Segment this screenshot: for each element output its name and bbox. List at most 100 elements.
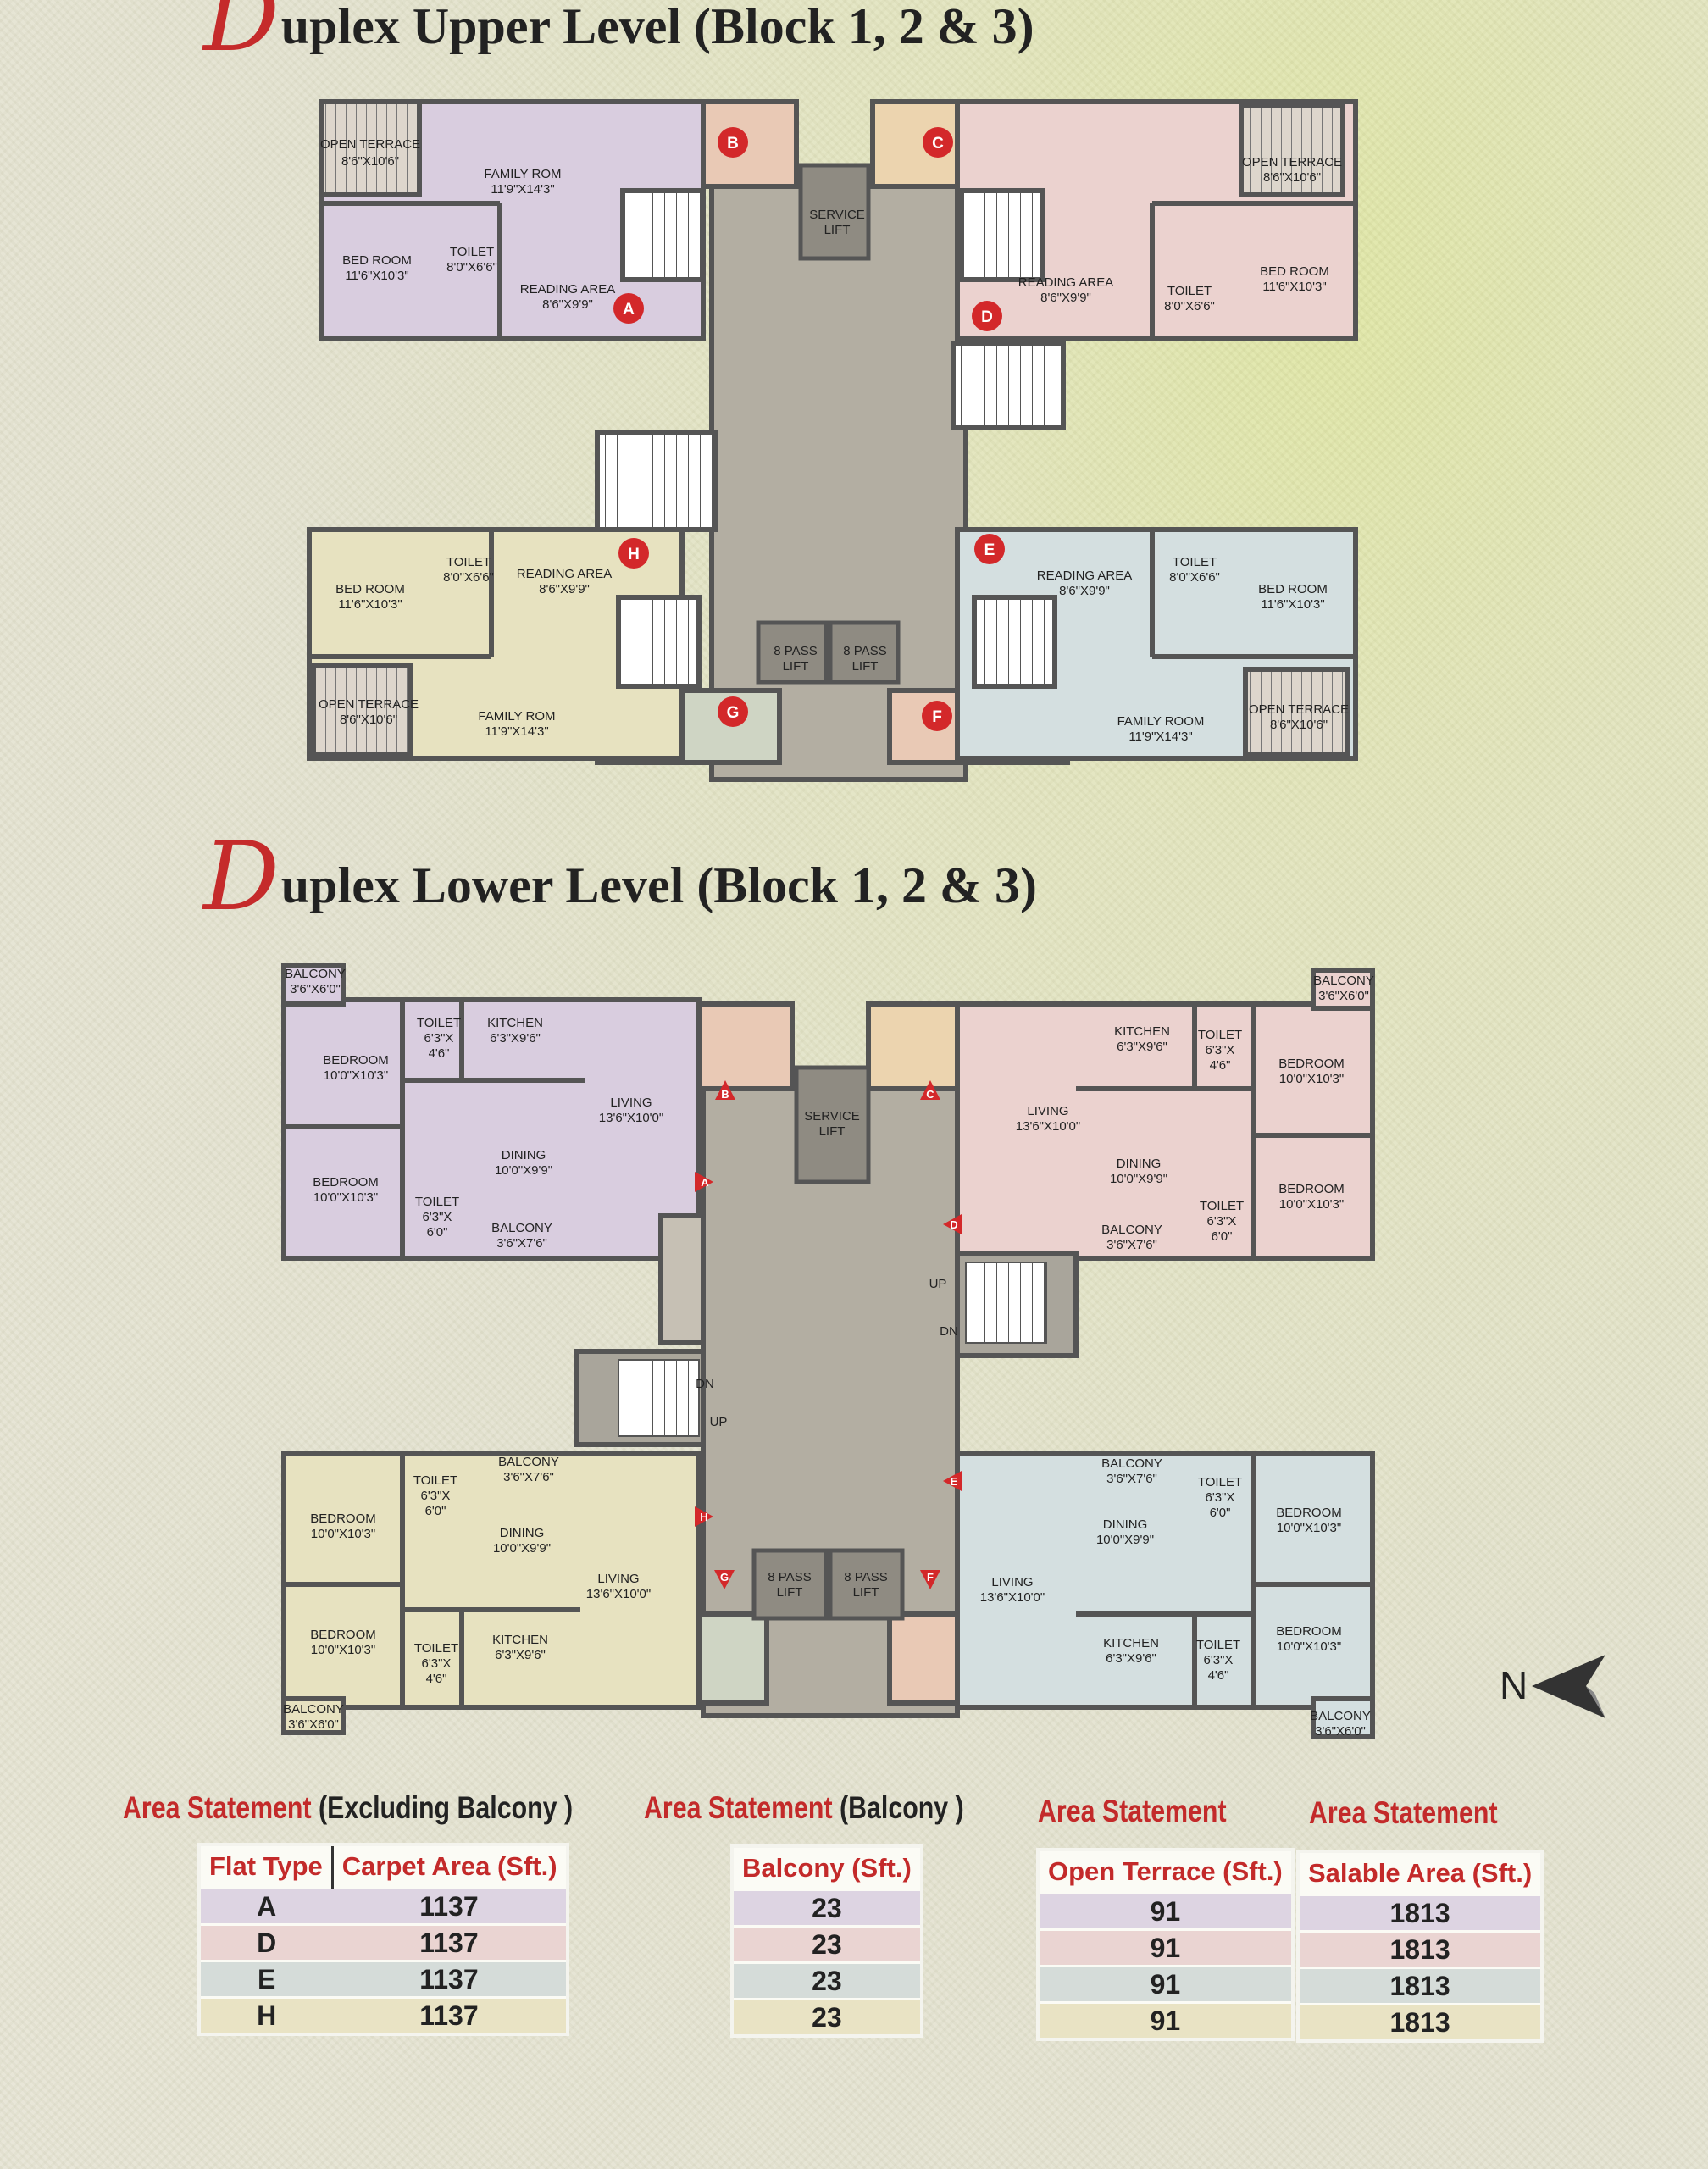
svg-text:TOILET: TOILET [415, 1195, 459, 1209]
svg-text:6'3"X9'6": 6'3"X9'6" [495, 1648, 546, 1662]
svg-text:6'3"X: 6'3"X [1207, 1214, 1237, 1229]
svg-text:8'6"X9'9": 8'6"X9'9" [1059, 584, 1110, 598]
svg-text:TOILET: TOILET [414, 1641, 458, 1656]
lower-h-balcony [281, 1696, 346, 1735]
svg-text:BALCONY: BALCONY [283, 1702, 344, 1717]
table-row: 91 [1038, 1928, 1293, 1967]
upper-marker-h[interactable] [618, 538, 649, 569]
svg-text:6'3"X9'6": 6'3"X9'6" [1106, 1651, 1156, 1666]
svg-text:READING AREA: READING AREA [517, 567, 613, 581]
upper-level-title: Duplex Upper Level (Block 1, 2 & 3) [203, 0, 1034, 73]
svg-text:BEDROOM: BEDROOM [310, 1628, 376, 1642]
upper-marker-g[interactable] [718, 696, 748, 727]
svg-text:FAMILY ROM: FAMILY ROM [478, 709, 555, 724]
svg-text:8 PASS: 8 PASS [774, 644, 817, 658]
svg-text:N: N [1500, 1663, 1528, 1707]
svg-text:3'6"X7'6": 3'6"X7'6" [1106, 1472, 1157, 1486]
lower-marker-c[interactable] [920, 1080, 940, 1100]
lower-flat-e [955, 1451, 1375, 1710]
lower-marker-a[interactable] [695, 1172, 713, 1192]
table-row: 91 [1038, 2001, 1293, 2039]
svg-text:KITCHEN: KITCHEN [487, 1016, 543, 1030]
svg-text:8 PASS: 8 PASS [844, 1570, 887, 1584]
svg-text:4'6": 4'6" [429, 1046, 450, 1061]
upper-marker-e[interactable] [974, 534, 1005, 564]
svg-text:6'0": 6'0" [425, 1504, 446, 1518]
lower-a-balcony [281, 963, 346, 1007]
svg-text:DN: DN [940, 1324, 958, 1339]
open-terrace-table: Open Terrace (Sft.) 91 91 91 91 [1036, 1848, 1295, 2041]
upper-marker-a[interactable] [613, 293, 644, 324]
svg-text:FAMILY ROM: FAMILY ROM [484, 167, 561, 181]
svg-text:TOILET: TOILET [1198, 1028, 1242, 1042]
svg-text:3'6"X6'0": 3'6"X6'0" [1318, 989, 1369, 1003]
lower-d-balcony [1311, 968, 1375, 1011]
lower-marker-e[interactable] [943, 1471, 962, 1491]
lower-marker-f[interactable] [920, 1570, 940, 1589]
svg-text:D: D [950, 1218, 957, 1231]
svg-text:DINING: DINING [1103, 1517, 1148, 1532]
svg-text:10'0"X10'3": 10'0"X10'3" [1279, 1072, 1344, 1086]
lower-marker-h[interactable] [695, 1506, 713, 1527]
svg-text:SERVICE: SERVICE [804, 1109, 860, 1123]
lower-pass-lift-1 [751, 1548, 829, 1621]
svg-text:6'3"X: 6'3"X [422, 1656, 452, 1671]
svg-text:10'0"X10'3": 10'0"X10'3" [313, 1190, 378, 1205]
svg-text:TOILET: TOILET [1200, 1199, 1244, 1213]
lower-level-title: Duplex Lower Level (Block 1, 2 & 3) [203, 822, 1037, 932]
svg-text:6'3"X: 6'3"X [1206, 1490, 1235, 1505]
svg-text:TOILET: TOILET [417, 1016, 461, 1030]
svg-text:LIFT: LIFT [853, 1585, 879, 1600]
upper-marker-b[interactable] [718, 127, 748, 158]
svg-text:KITCHEN: KITCHEN [1114, 1024, 1170, 1039]
table-row: 23 [732, 1889, 922, 1927]
lower-marker-d[interactable] [943, 1214, 962, 1234]
upper-service-lift [798, 163, 871, 261]
svg-text:13'6"X10'0": 13'6"X10'0" [599, 1111, 663, 1125]
svg-text:8'0"X6'6": 8'0"X6'6" [1164, 299, 1215, 313]
upper-d-stair [959, 188, 1045, 282]
svg-text:BEDROOM: BEDROOM [313, 1175, 379, 1190]
svg-text:G: G [727, 704, 740, 722]
svg-text:10'0"X9'9": 10'0"X9'9" [1110, 1172, 1167, 1186]
table-row: 1813 [1298, 2003, 1543, 2041]
svg-text:8'6"X10'6": 8'6"X10'6" [1270, 718, 1328, 732]
svg-text:BEDROOM: BEDROOM [1278, 1057, 1345, 1071]
svg-text:8 PASS: 8 PASS [768, 1570, 811, 1584]
svg-text:TOILET: TOILET [1198, 1475, 1242, 1489]
lower-marker-b[interactable] [715, 1080, 735, 1100]
svg-text:LIVING: LIVING [597, 1572, 639, 1586]
svg-text:B: B [727, 135, 739, 153]
svg-text:6'3"X9'6": 6'3"X9'6" [490, 1031, 541, 1046]
svg-text:TOILET: TOILET [1173, 555, 1217, 569]
svg-text:8 PASS: 8 PASS [843, 644, 886, 658]
svg-text:8'6"X9'9": 8'6"X9'9" [542, 297, 593, 312]
svg-text:10'0"X9'9": 10'0"X9'9" [495, 1163, 552, 1178]
upper-stair-left [595, 430, 718, 532]
upper-marker-f[interactable] [922, 701, 952, 731]
svg-text:TOILET: TOILET [1167, 284, 1212, 298]
carpet-header-row: Flat Type Carpet Area (Sft.) [199, 1844, 568, 1889]
svg-text:A: A [623, 301, 635, 319]
table-row: 1813 [1298, 1930, 1543, 1968]
svg-text:H: H [628, 546, 640, 563]
lower-marker-g[interactable] [714, 1570, 735, 1589]
svg-text:3'6"X7'6": 3'6"X7'6" [1106, 1238, 1157, 1252]
table-row: 91 [1038, 1965, 1293, 2003]
upper-marker-c[interactable] [923, 127, 953, 158]
table-row: 1813 [1298, 1967, 1543, 2005]
stat1-title: Area Statement (Excluding Balcony ) [123, 1790, 574, 1825]
svg-text:BALCONY: BALCONY [1313, 974, 1374, 988]
upper-plan [307, 99, 1358, 782]
svg-text:D: D [981, 308, 993, 326]
svg-text:11'6"X10'3": 11'6"X10'3" [345, 269, 408, 283]
table-row: 1813 [1298, 1894, 1543, 1932]
svg-text:BEDROOM: BEDROOM [323, 1053, 389, 1068]
upper-d-terrace [1239, 103, 1345, 197]
upper-marker-d[interactable] [972, 301, 1002, 331]
table-row: 91 [1038, 1892, 1293, 1930]
svg-text:E: E [984, 541, 995, 559]
